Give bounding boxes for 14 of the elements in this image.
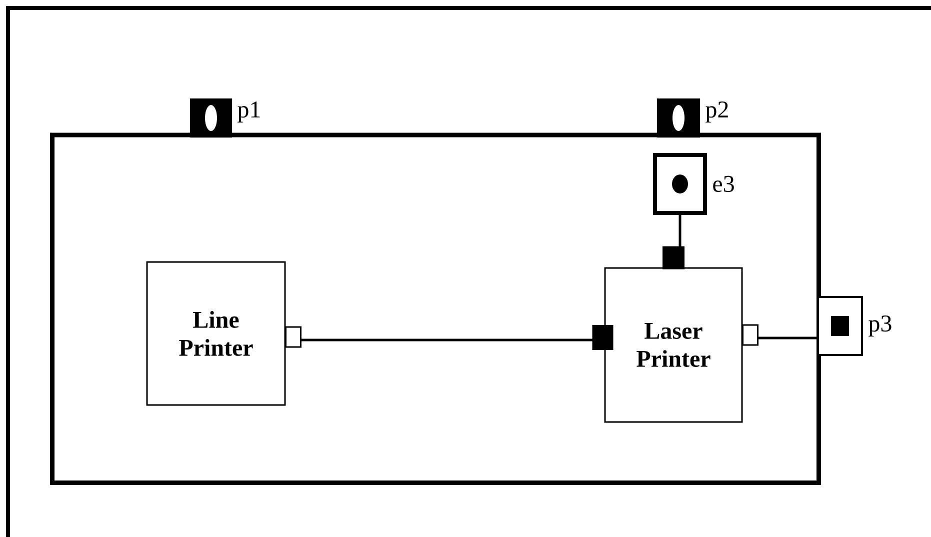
port-symbol <box>656 98 700 138</box>
container-box <box>50 132 821 485</box>
component-box: Line Printer <box>146 261 286 406</box>
port-label: p3 <box>868 316 892 336</box>
port-label: e3 <box>713 176 734 192</box>
connector-line <box>742 324 817 346</box>
connector-line <box>662 215 684 270</box>
port-label: p2 <box>706 102 728 122</box>
port-label: p1 <box>238 102 260 122</box>
port-symbol <box>653 153 707 215</box>
port-symbol <box>190 98 232 138</box>
component-box: Laser Printer <box>604 267 743 423</box>
connector-line <box>285 325 614 350</box>
port-symbol <box>817 296 863 356</box>
